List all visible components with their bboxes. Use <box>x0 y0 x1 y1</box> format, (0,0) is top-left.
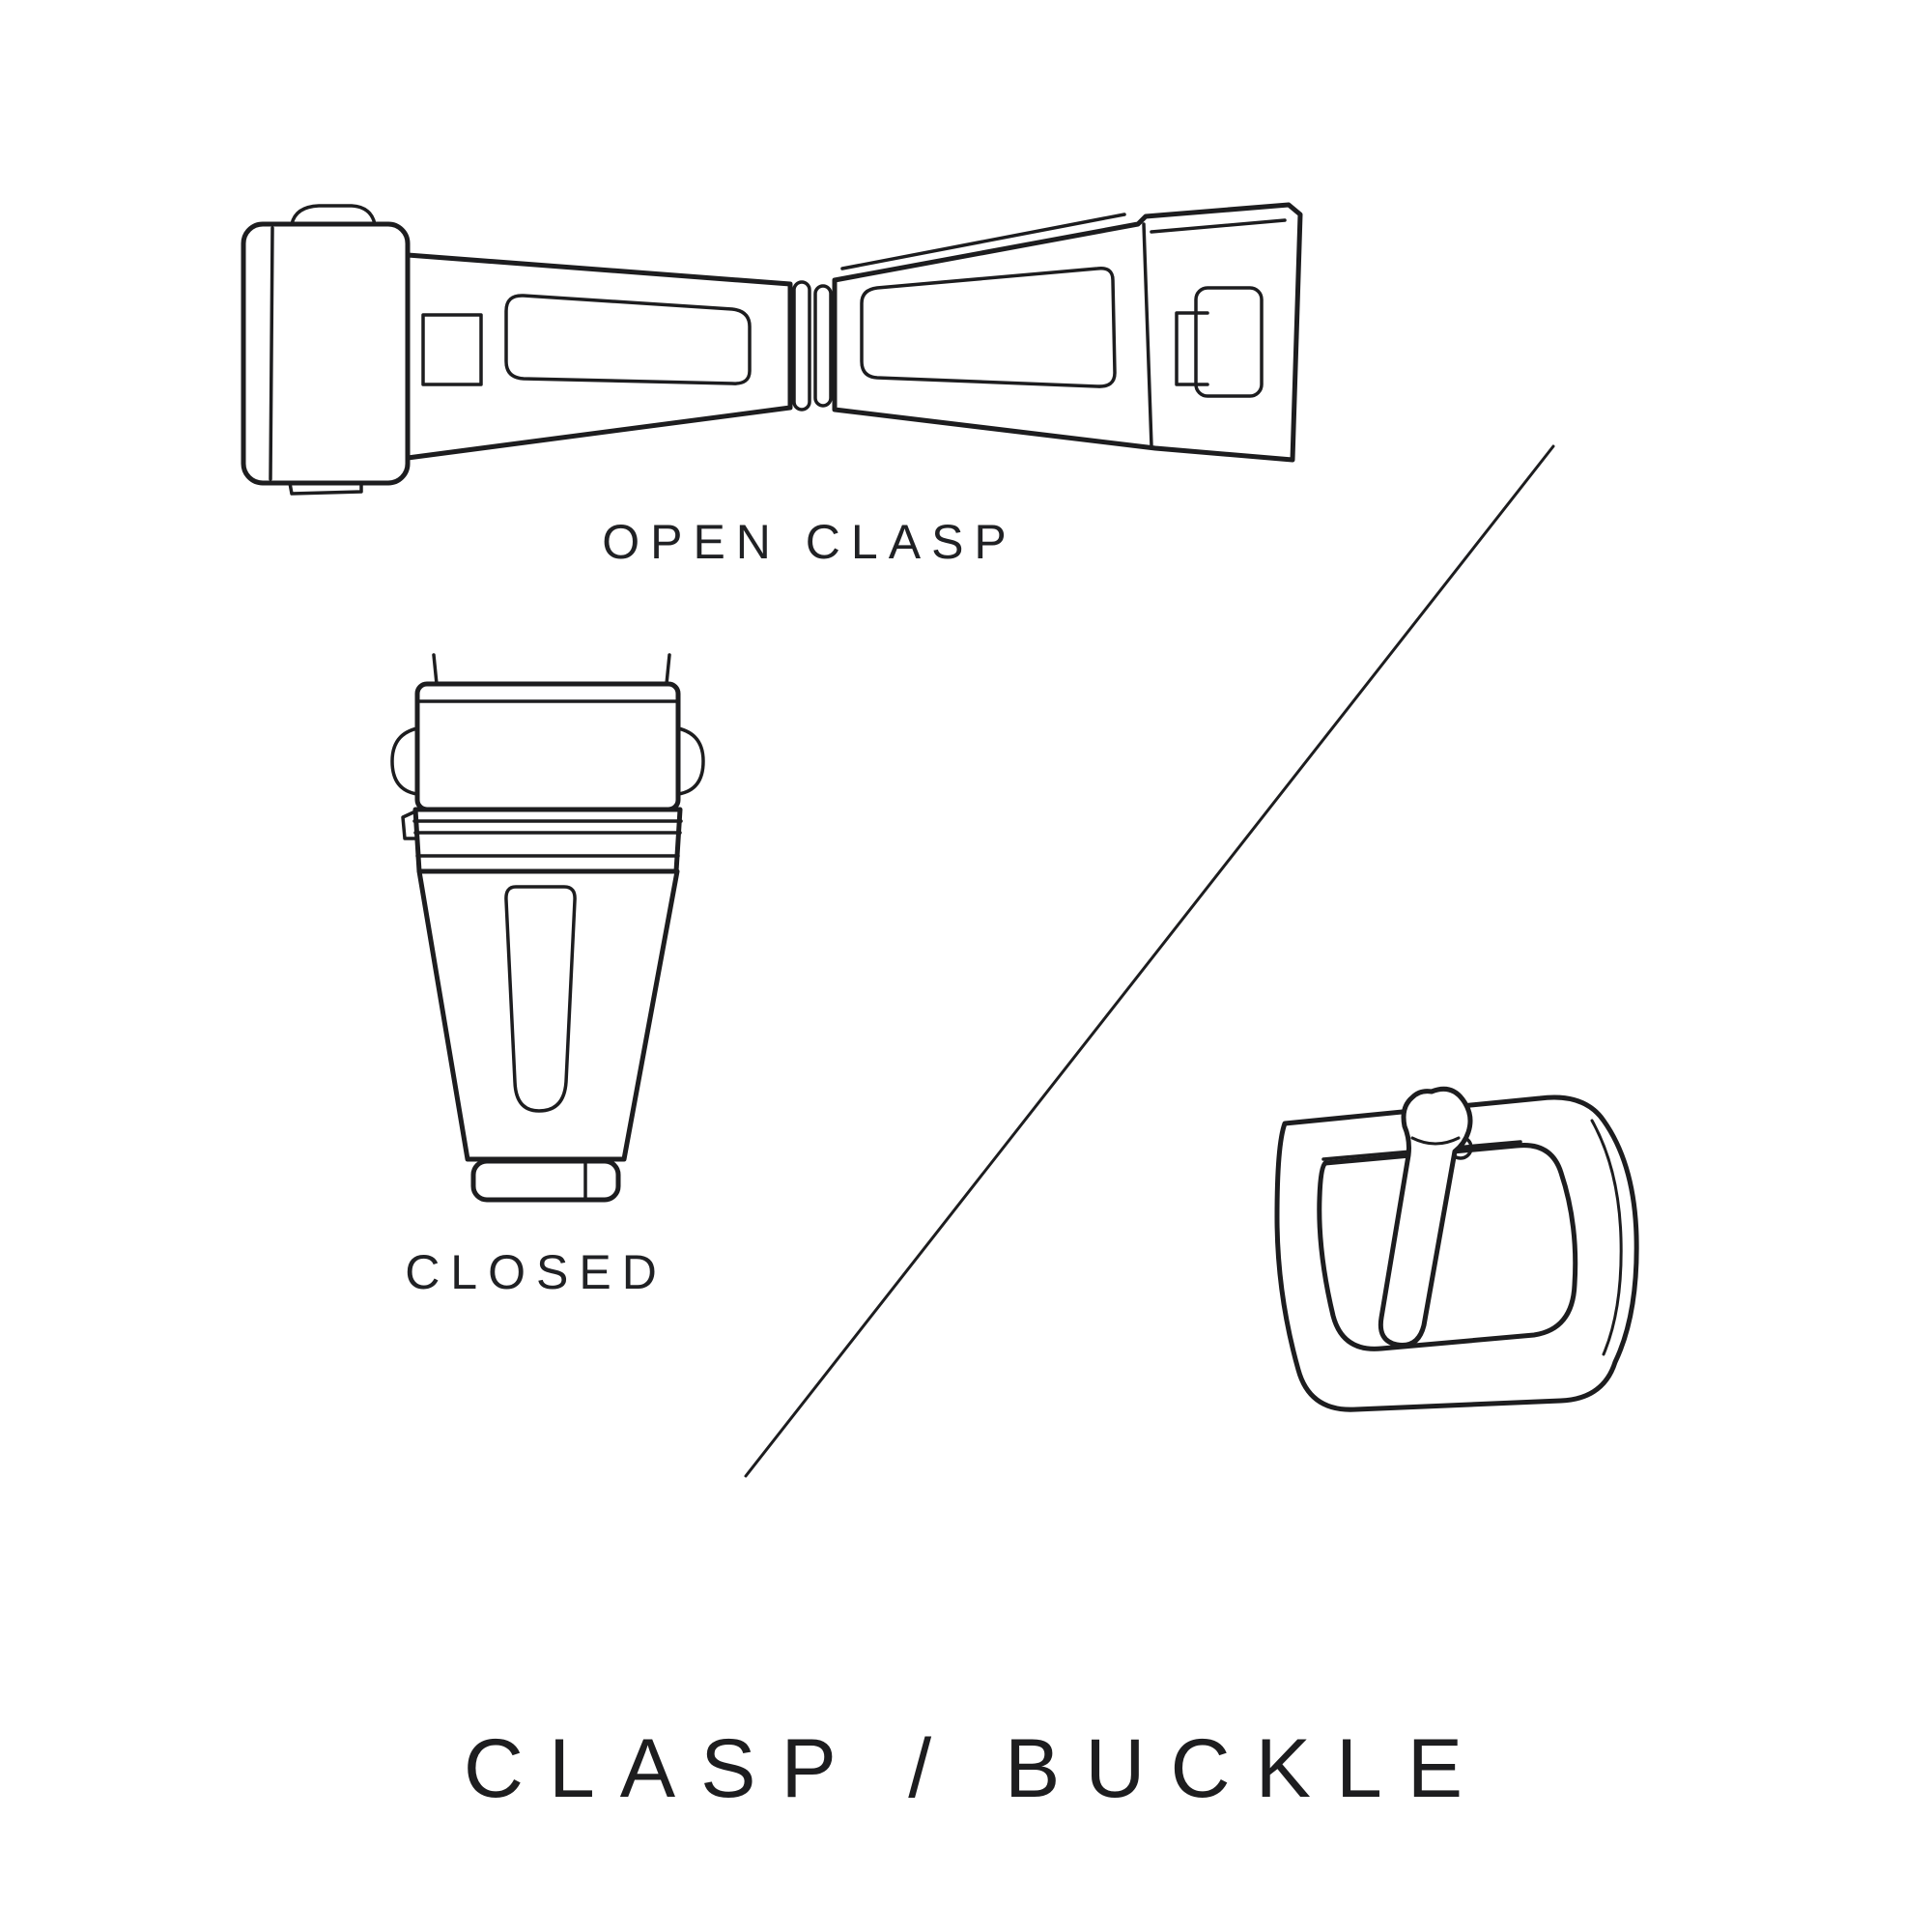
buckle-illustration <box>1274 1086 1639 1412</box>
open-clasp-head-top-bump <box>290 204 377 226</box>
open-clasp-end-hole <box>1194 286 1264 398</box>
open-clasp-hinge-pill-right <box>813 284 833 408</box>
open-clasp-head-bottom-bump <box>288 481 363 496</box>
closed-clasp-right-ear <box>676 726 705 796</box>
closed-clasp-left-ear <box>390 726 419 796</box>
buckle-prong <box>1378 1086 1473 1349</box>
diagonal-divider-line <box>744 444 1555 1478</box>
closed-clasp-band-section <box>412 807 683 874</box>
open-clasp-plate-top-line <box>1150 218 1287 234</box>
open-clasp-label: OPEN CLASP <box>602 515 1017 569</box>
closed-clasp-prong-right <box>665 653 671 686</box>
open-clasp-illustration <box>241 202 1303 496</box>
closed-clasp-slot <box>504 885 577 1113</box>
closed-label: CLOSED <box>405 1245 668 1299</box>
open-clasp-hinge-pill-left <box>792 280 811 412</box>
closed-clasp-left-fold <box>401 810 418 840</box>
closed-clasp-foot <box>470 1158 621 1203</box>
open-clasp-head-box <box>241 221 411 486</box>
buckle-prong-loop-line <box>1410 1136 1461 1146</box>
closed-clasp-illustration <box>390 653 705 1203</box>
open-clasp-top-strip-line <box>840 213 1126 270</box>
closed-clasp-top-block <box>414 681 681 812</box>
page-title: CLASP / BUCKLE <box>463 1722 1489 1815</box>
closed-clasp-prong-left <box>432 653 439 686</box>
buckle-right-thickness-line <box>1590 1119 1623 1356</box>
open-clasp-plate-separation-line <box>1142 222 1153 448</box>
open-clasp-head-strip-line <box>269 226 274 481</box>
open-clasp-hook <box>1175 311 1209 386</box>
open-clasp-right-cutout <box>860 267 1117 388</box>
open-clasp-left-cutout <box>504 294 752 385</box>
open-clasp-notch <box>421 313 483 386</box>
